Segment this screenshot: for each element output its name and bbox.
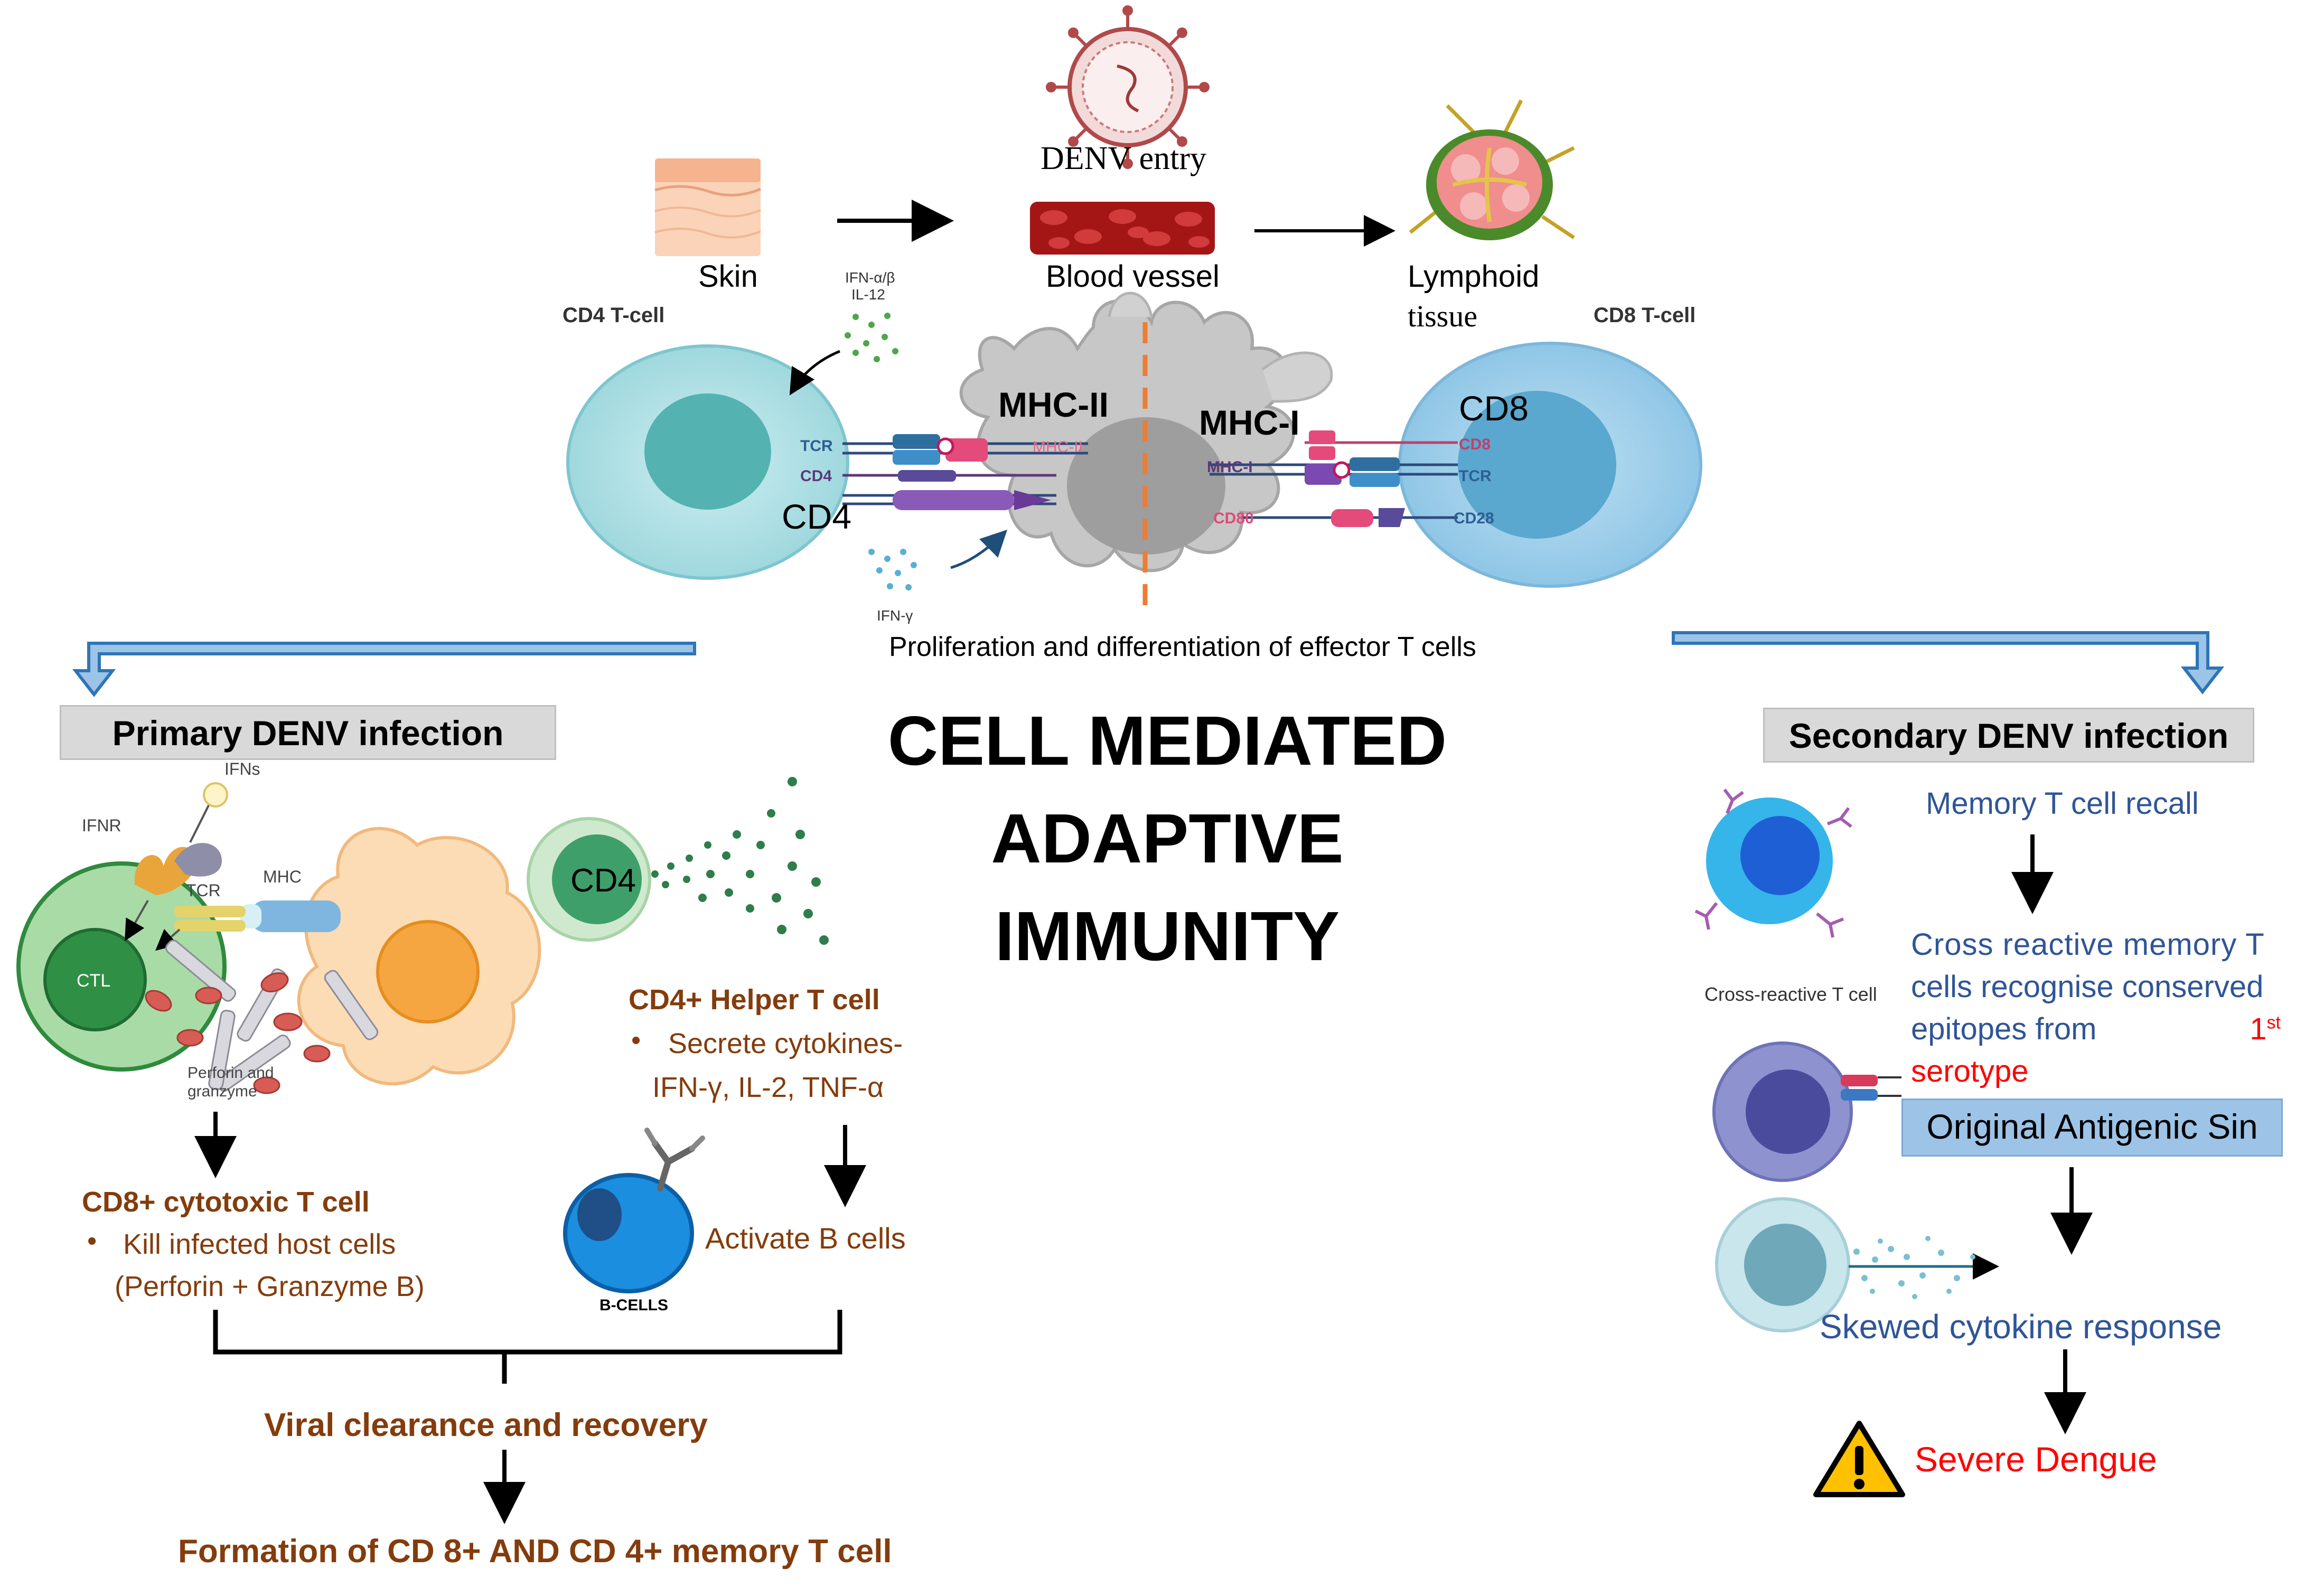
ifns-label: IFNs — [224, 759, 260, 778]
memory-recall-label: Memory T cell recall — [1926, 786, 2199, 821]
blood-vessel-icon — [1030, 202, 1215, 255]
denv-entry-label: DENV entry — [1041, 140, 1206, 176]
b-cell-icon — [563, 1128, 705, 1293]
cross-reactive-t-cell-icon — [1712, 1041, 1901, 1182]
cd4-helper-cell-label: CD4 — [570, 862, 636, 899]
cd4-helper-bullet: • — [631, 1025, 641, 1056]
left-receptor-complex — [842, 434, 1088, 510]
cd8-t-cell-nucleus — [1458, 391, 1616, 539]
ctl-label: CTL — [77, 971, 111, 991]
target-cell-nucleus — [376, 920, 480, 1024]
mhc-label: MHC — [263, 867, 302, 886]
ifn-to-receptor-line — [189, 805, 210, 843]
cd4-helper-line1: Secrete cytokines- — [668, 1028, 903, 1059]
ifnr-label: IFNR — [82, 816, 121, 835]
center-title-line2: ADAPTIVE — [991, 800, 1344, 877]
tcr-label: TCR — [186, 881, 221, 900]
skin-label: Skin — [698, 259, 758, 294]
branch-arrow-primary — [72, 642, 696, 697]
cd8-tcell-label: CD8 T-cell — [1594, 304, 1696, 327]
branch-arrow-secondary — [1672, 631, 2225, 694]
cd4-small-label: CD4 — [800, 467, 832, 485]
cross-line3: epitopes from — [1911, 1012, 2097, 1046]
cross-line3-row: epitopes from 1st — [1911, 1011, 2281, 1047]
virus-icon — [1046, 5, 1210, 169]
cd4-big-label: CD4 — [782, 497, 852, 536]
cytokine-burst-icon — [1849, 1236, 1999, 1299]
ifn-ab-label-line1: IFN-α/β — [845, 269, 895, 286]
ifn-gamma-dots-icon — [868, 549, 917, 590]
cd8-bullet: • — [87, 1226, 97, 1256]
tcr-receptor-icon — [174, 906, 246, 932]
ctl-cell-nucleus — [43, 928, 147, 1031]
cytokine-secretion-dots-icon — [651, 777, 829, 945]
cd28-label: CD28 — [1454, 510, 1494, 527]
cd4-tcell-label: CD4 T-cell — [563, 304, 665, 327]
cd4-helper-title: CD4+ Helper T cell — [629, 984, 880, 1016]
perforin-label-line1: Perforin and — [188, 1064, 274, 1082]
mhc1-big-label: MHC-I — [1199, 403, 1300, 442]
tcr-right-label: TCR — [1459, 467, 1492, 485]
viral-clearance-label: Viral clearance and recovery — [264, 1407, 708, 1443]
memory-t-cell-icon — [1694, 788, 1852, 938]
right-receptor-complex — [1210, 430, 1458, 527]
cross-line4: serotype — [1911, 1054, 2029, 1088]
ifn-ab-label-line2: IL-12 — [851, 286, 885, 303]
cross-ordinal-suffix: st — [2266, 1012, 2281, 1033]
cd8-line2: (Perforin + Granzyme B) — [115, 1271, 425, 1302]
ifnr-receptor-icon — [134, 843, 222, 895]
cross-ordinal-number: 1 — [2250, 1012, 2267, 1046]
center-title-line1: CELL MEDIATED — [887, 702, 1447, 780]
ifnr-arrow-in — [125, 900, 149, 941]
perforin-label-line2: granzyme — [188, 1083, 257, 1100]
proliferation-label: Proliferation and differentiation of eff… — [889, 632, 1476, 662]
cd4-helper-line2: IFN-γ, IL-2, TNF-α — [652, 1072, 884, 1103]
cross-line1: Cross reactive memory T — [1911, 927, 2265, 962]
primary-bracket — [213, 1310, 842, 1384]
center-title-line3: IMMUNITY — [995, 897, 1340, 975]
activate-b-cells-label: Activate B cells — [705, 1222, 906, 1255]
blood-vessel-label: Blood vessel — [1046, 259, 1220, 294]
effector-cell-icon — [1715, 1197, 1850, 1332]
arrow-ifn-to-cd4 — [789, 350, 840, 396]
cd8-big-label: CD8 — [1459, 389, 1529, 428]
mhc2-big-label: MHC-II — [998, 385, 1109, 424]
warning-icon — [1813, 1421, 1905, 1497]
b-cells-label: B-CELLS — [599, 1297, 668, 1314]
cross-reactive-tcell-label: Cross-reactive T cell — [1704, 983, 1877, 1005]
perforin-granzyme-icon — [145, 940, 379, 1094]
mhc-receptor-icon — [240, 900, 341, 932]
ifn-gamma-label: IFN-γ — [877, 607, 913, 624]
primary-infection-title: Primary DENV infection — [60, 705, 556, 760]
cd4-t-cell-nucleus — [644, 393, 771, 510]
cross-ordinal: 1st — [2250, 1011, 2281, 1047]
mhc1-small-label: MHC-I — [1207, 458, 1253, 476]
lymphoid-label-line1: Lymphoid — [1408, 259, 1540, 294]
tcr-arrow-in — [155, 928, 181, 951]
lymphoid-label-line2: tissue — [1408, 299, 1478, 333]
severe-dengue-label: Severe Dengue — [1915, 1440, 2157, 1479]
secondary-infection-title: Secondary DENV infection — [1763, 708, 2254, 763]
lymph-node-icon — [1409, 99, 1575, 240]
memory-formation-label: Formation of CD 8+ AND CD 4+ memory T ce… — [178, 1533, 892, 1570]
skewed-cytokine-label: Skewed cytokine response — [1820, 1308, 2222, 1346]
arrow-ifn-gamma-to-dc — [950, 529, 1008, 569]
ifn-molecule-icon — [203, 782, 228, 808]
cd8-small-label: CD8 — [1459, 436, 1491, 453]
tcr-left-label: TCR — [800, 437, 833, 455]
ifn-alpha-beta-dots-icon — [845, 313, 898, 362]
cd4-helper-nucleus — [552, 834, 642, 924]
cd8-line1: Kill infected host cells — [123, 1228, 396, 1260]
original-antigenic-sin-box: Original Antigenic Sin — [1901, 1099, 2283, 1157]
cross-line2: cells recognise conserved — [1911, 970, 2264, 1004]
cd8-cytotoxic-title: CD8+ cytotoxic T cell — [82, 1186, 370, 1218]
skin-icon — [654, 158, 761, 256]
cd80-label: CD80 — [1213, 510, 1254, 527]
mhc2-small-label: MHC-II — [1033, 438, 1083, 456]
